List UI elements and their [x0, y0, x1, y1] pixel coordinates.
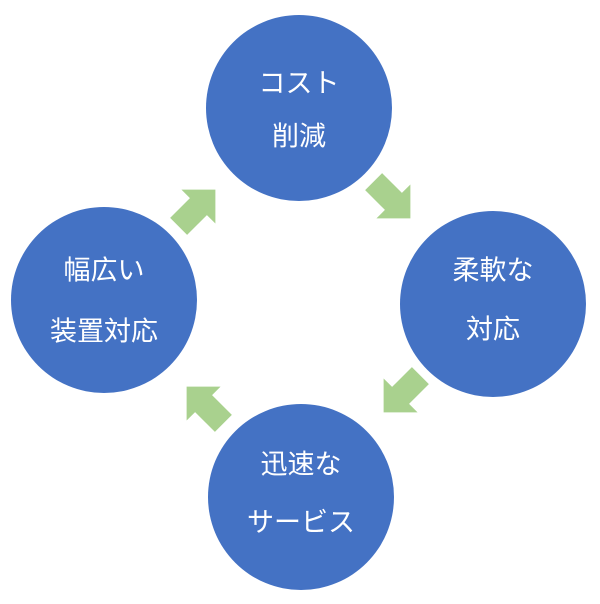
node-circle [208, 404, 394, 590]
node-label-line2: サービス [247, 508, 355, 539]
node-circle [400, 211, 586, 397]
node-label-line2: 装置対応 [50, 317, 158, 348]
node-label-line1: 迅速な [261, 450, 342, 481]
node-circle [11, 207, 197, 393]
node-quick-service: 迅速な サービス [208, 404, 394, 590]
node-label-line1: 幅広い [64, 256, 145, 287]
arrow-top-to-right [365, 173, 411, 219]
node-circle [206, 15, 392, 201]
node-flexible-support: 柔軟な 対応 [400, 211, 586, 397]
arrow-left-to-top [170, 189, 216, 235]
node-cost-reduction: コスト 削減 [206, 15, 392, 201]
node-label-line1: コスト [259, 69, 340, 100]
node-label-line2: 対応 [466, 315, 520, 346]
node-label-line2: 削減 [272, 122, 326, 153]
arrow-bottom-to-left [186, 386, 232, 432]
node-wide-device-support: 幅広い 装置対応 [11, 207, 197, 393]
arrow-right-to-bottom [383, 367, 429, 413]
node-label-line1: 柔軟な [453, 256, 534, 287]
